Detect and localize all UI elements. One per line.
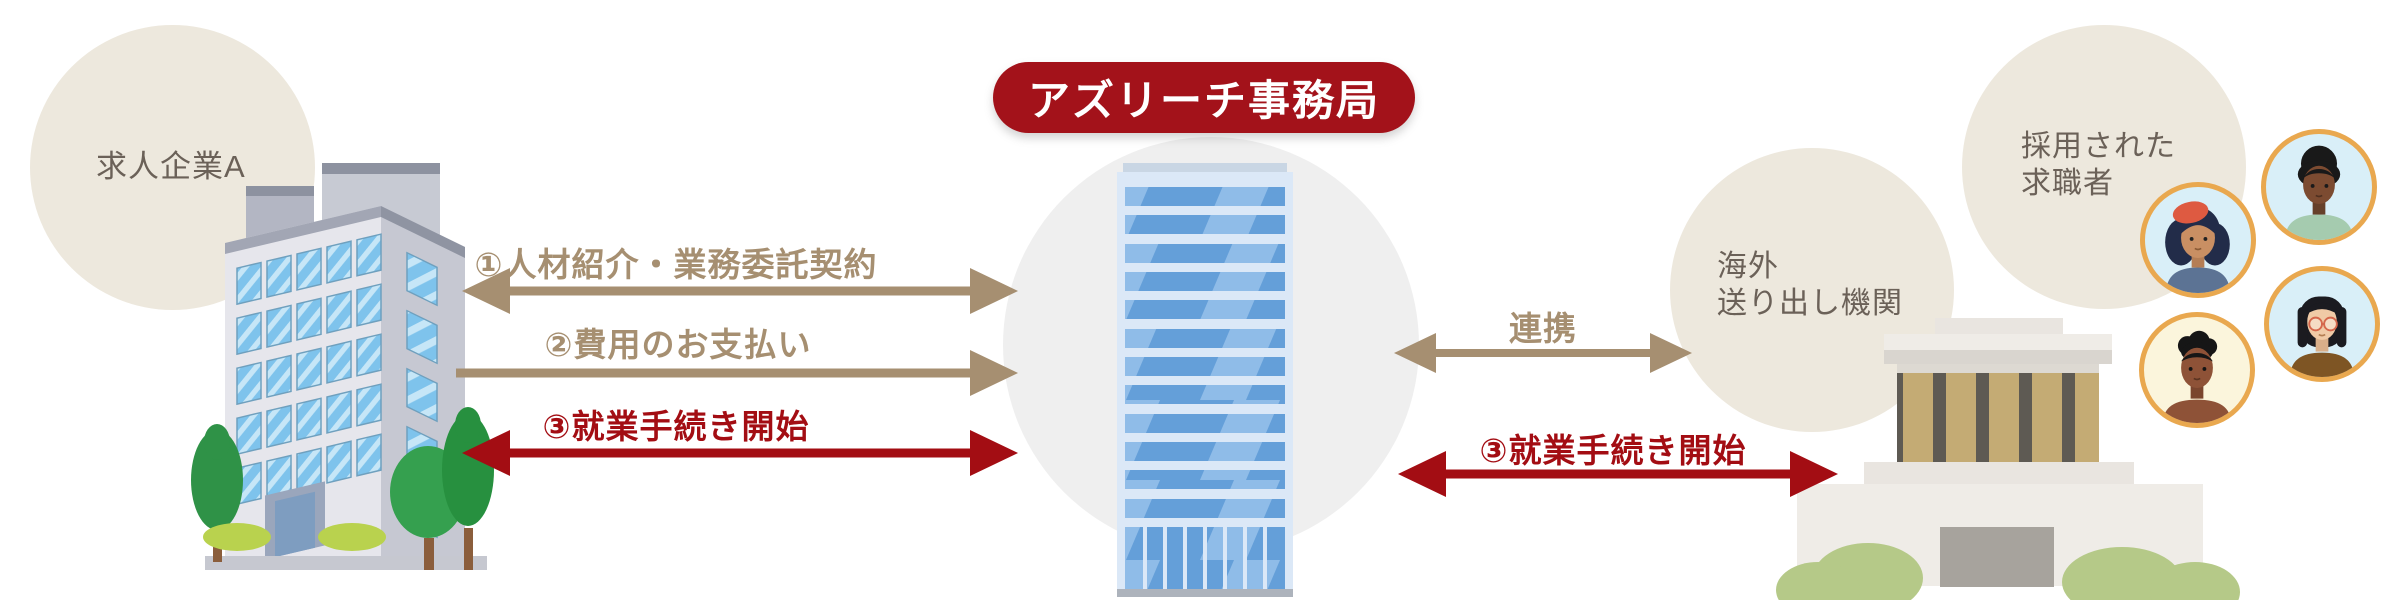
avatar-woman-glasses bbox=[2264, 266, 2380, 382]
arrow-payment-label: ②費用のお支払い bbox=[544, 326, 812, 363]
avatar-woman-beret bbox=[2140, 182, 2256, 298]
jobseekers-label: 採用された 求職者 bbox=[2021, 128, 2176, 202]
overseas-agency-label-line2: 送り出し機関 bbox=[1717, 287, 1903, 320]
jobseekers-label-line1: 採用された bbox=[2021, 130, 2176, 163]
arrow-contract bbox=[462, 268, 1018, 314]
arrow-employment-right-label: ③就業手続き開始 bbox=[1479, 432, 1747, 469]
overseas-agency-label-line1: 海外 bbox=[1717, 250, 1779, 283]
azreach-badge: アズリーチ事務局 bbox=[993, 62, 1415, 133]
arrow-employment-right bbox=[1398, 451, 1838, 497]
arrow-payment bbox=[456, 350, 1018, 396]
azreach-badge-label: アズリーチ事務局 bbox=[1027, 77, 1380, 124]
arrow-cooperation-label: 連携 bbox=[1509, 310, 1577, 347]
azreach-building-illustration bbox=[1117, 163, 1293, 597]
arrow-cooperation bbox=[1394, 333, 1692, 373]
company-building-illustration bbox=[191, 163, 494, 570]
arrow-contract-label: ①人材紹介・業務委託契約 bbox=[474, 246, 878, 283]
avatar-man-curly-hair bbox=[2139, 312, 2255, 428]
overseas-agency-label: 海外 送り出し機関 bbox=[1717, 248, 1903, 322]
arrow-employment-left-label: ③就業手続き開始 bbox=[542, 408, 810, 445]
overseas-agency-building-illustration bbox=[1776, 318, 2240, 600]
avatar-man-green-shirt bbox=[2261, 129, 2377, 245]
company-label: 求人企業A bbox=[96, 149, 246, 184]
jobseekers-label-line2: 求職者 bbox=[2021, 167, 2114, 200]
arrow-employment-left bbox=[462, 430, 1018, 476]
